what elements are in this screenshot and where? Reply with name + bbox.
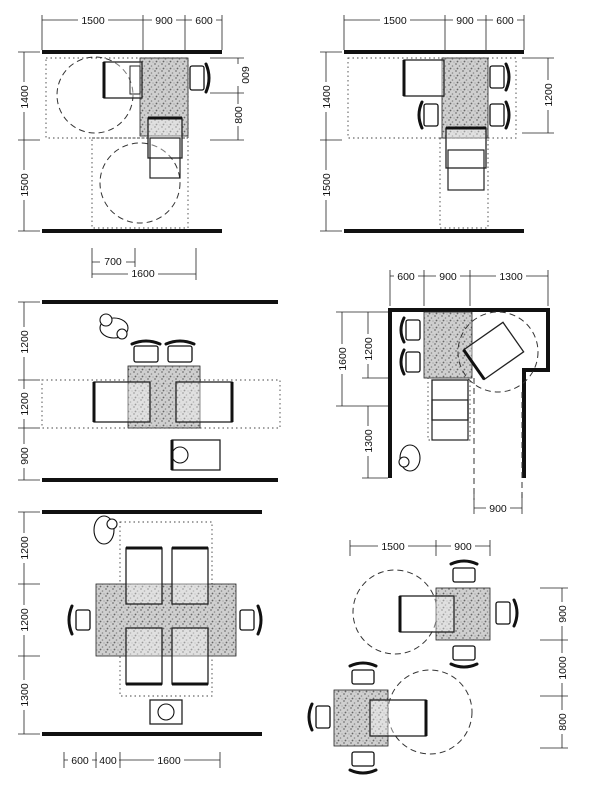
dim-label: 1300 [363,429,375,453]
table [95,583,237,657]
dim-label: 1200 [543,83,555,107]
panel-four-person-table-wall: 1500 900 600 1400 1500 1200 [319,14,555,233]
dim-label: 1200 [19,536,31,560]
wheelchair [398,595,455,633]
dim-label: 1500 [81,15,105,27]
wheelchair [445,126,487,191]
dim-label: 900 [19,447,31,465]
dim-label: 1500 [321,173,333,197]
dim-label: 1600 [131,268,155,280]
dim-label: 1400 [321,85,333,109]
dim-label: 1500 [19,173,31,197]
wheelchair [369,699,428,737]
wheelchair [102,61,143,99]
dim-label: 1200 [19,392,31,416]
person-walking [93,515,118,545]
dim-label: 900 [456,15,474,27]
turning-circle [457,311,539,393]
dim-label: 1300 [499,271,523,283]
wheelchair [125,546,163,605]
dim-label: 1600 [337,347,349,371]
wheelchair [171,627,209,686]
wheelchair-user [170,439,221,471]
dim-label: 900 [489,503,507,515]
chair [489,103,505,127]
dim-label: 900 [155,15,173,27]
wheelchair [175,381,234,423]
dim-label: 900 [454,541,472,553]
turning-circle [56,56,134,134]
dim-label: 600 [239,66,251,84]
chair [315,705,331,729]
chair [351,751,375,767]
chair [405,351,421,373]
panel-corridor-table: 1200 1200 900 [17,300,281,482]
dim-label: 900 [439,271,457,283]
table [423,311,473,379]
table [435,587,491,641]
wheelchair [92,381,151,423]
dim-label: 600 [397,271,415,283]
dim-label: 600 [496,15,514,27]
chair [495,601,511,625]
dim-label: 1200 [19,330,31,354]
dim-label: 600 [71,755,89,767]
chair [239,609,255,631]
dim-label: 1200 [19,608,31,632]
wheelchair [402,59,445,97]
chair [452,567,476,583]
dim-label: 1500 [383,15,407,27]
chair [423,103,439,127]
dim-label: 1600 [157,755,181,767]
chair [452,645,476,661]
chair [133,345,159,363]
table [441,57,489,139]
wheelchair [147,116,183,179]
person-walking [99,313,129,340]
chair [189,65,205,91]
dim-label: 1400 [19,85,31,109]
panel-large-table-corridor: 1200 1200 1300 [17,510,263,768]
person-walking [398,444,421,472]
panel-corner-niche-table: 600 900 1300 1600 1200 1300 [335,270,550,515]
dim-label: 400 [99,755,117,767]
dim-label: 600 [195,15,213,27]
panel-two-person-table-corner: 1500 900 600 1400 1500 600 800 [17,14,251,280]
chair [167,345,193,363]
wheelchair [462,321,525,381]
chair [351,669,375,685]
wall-niche [388,308,550,478]
dim-label: 1200 [363,337,375,361]
dim-label: 1500 [381,541,405,553]
wheelchair [125,627,163,686]
wheelchair [431,379,469,441]
dim-label: 1300 [19,683,31,707]
dim-label: 800 [557,713,569,731]
chair [405,319,421,341]
table [333,689,389,747]
dim-label: 900 [557,605,569,623]
dim-label: 700 [104,256,122,268]
dim-label: 1000 [557,656,569,680]
chair [489,65,505,89]
turning-circle [99,142,181,224]
panel-square-tables-free-standing: 1500 900 900 1000 800 [307,540,569,775]
wheelchair-user [149,699,183,725]
table [127,365,201,429]
wheelchair [171,546,209,605]
chair [75,609,91,631]
dim-label: 800 [233,106,245,124]
